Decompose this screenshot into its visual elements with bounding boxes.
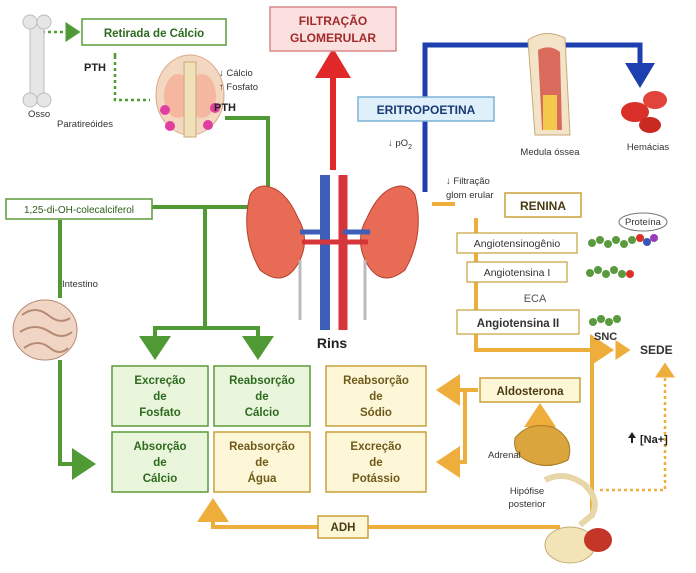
label-hemacias: Hemácias xyxy=(627,142,669,153)
svg-text:RENINA: RENINA xyxy=(520,199,566,213)
label-po2: ↓ pO2 xyxy=(388,138,412,151)
svg-text:Reabsorção: Reabsorção xyxy=(229,441,295,453)
svg-text:Sódio: Sódio xyxy=(360,407,392,419)
label-sede: SEDE xyxy=(640,343,673,357)
svg-text:GLOMERULAR: GLOMERULAR xyxy=(290,31,376,45)
svg-text:ADH: ADH xyxy=(331,522,356,534)
svg-text:Angiotensinogênio: Angiotensinogênio xyxy=(474,238,561,250)
label-hipofise-1: Hipófise xyxy=(510,486,544,497)
label-pth-side: PTH xyxy=(214,102,236,114)
svg-text:de: de xyxy=(255,391,268,403)
red-blood-cells-illustration xyxy=(621,91,667,133)
svg-text:Cálcio: Cálcio xyxy=(143,473,178,485)
label-renina: RENINA xyxy=(504,192,582,218)
kidneys-illustration xyxy=(246,175,419,330)
effect-reabsorcao-agua: Reabsorção de Água xyxy=(213,431,311,493)
label-snc: SNC xyxy=(594,331,617,343)
label-eca: ECA xyxy=(524,293,547,305)
label-filtracao-glomerular: FILTRAÇÃO GLOMERULAR xyxy=(269,6,397,52)
effect-reabsorcao-calcio: Reabsorção de Cálcio xyxy=(213,365,311,427)
label-adrenal: Adrenal xyxy=(488,450,521,461)
svg-text:Aldosterona: Aldosterona xyxy=(496,386,564,398)
svg-text:Excreção: Excreção xyxy=(134,375,185,387)
label-rins: Rins xyxy=(317,335,348,351)
svg-text:Retirada de Cálcio: Retirada de Cálcio xyxy=(104,28,204,40)
label-osso: Osso xyxy=(28,109,50,120)
effect-reabsorcao-sodio: Reabsorção de Sódio xyxy=(325,365,427,427)
label-aldosterona: Aldosterona xyxy=(479,377,581,403)
svg-text:Angiotensina II: Angiotensina II xyxy=(477,318,559,330)
bone-marrow-illustration xyxy=(527,33,571,136)
svg-text:Fosfato: Fosfato xyxy=(139,407,181,419)
svg-text:Potássio: Potássio xyxy=(352,473,400,485)
svg-text:de: de xyxy=(255,457,268,469)
svg-text:[Na+]: [Na+] xyxy=(640,434,668,446)
label-adh: ADH xyxy=(317,515,369,539)
svg-text:FILTRAÇÃO: FILTRAÇÃO xyxy=(299,13,367,28)
label-pth-top: PTH xyxy=(84,62,106,74)
svg-text:de: de xyxy=(369,391,382,403)
svg-text:Reabsorção: Reabsorção xyxy=(229,375,295,387)
label-colecalciferol: 1,25-di-OH-colecalciferol xyxy=(5,198,153,220)
svg-text:Água: Água xyxy=(248,472,277,485)
label-intestino: Intestino xyxy=(62,279,98,290)
label-eritropoetina: ERITROPOETINA xyxy=(357,96,495,122)
svg-text:Cálcio: Cálcio xyxy=(245,407,280,419)
svg-text:Angiotensina I: Angiotensina I xyxy=(484,267,551,279)
svg-text:de: de xyxy=(153,457,166,469)
adrenal-illustration xyxy=(514,425,571,466)
svg-text:Reabsorção: Reabsorção xyxy=(343,375,409,387)
thyroid-illustration xyxy=(155,54,225,138)
svg-text:Proteína: Proteína xyxy=(625,217,662,228)
effect-absorcao-calcio: Absorção de Cálcio xyxy=(111,431,209,493)
effect-excrecao-potassio: Excreção de Potássio xyxy=(325,431,427,493)
svg-text:de: de xyxy=(369,457,382,469)
label-proteina: Proteína xyxy=(618,212,668,232)
label-fosfato-up: ↑ Fosfato xyxy=(219,82,258,93)
svg-text:ERITROPOETINA: ERITROPOETINA xyxy=(377,103,476,117)
intestine-illustration xyxy=(12,299,78,361)
label-filtracao-small-2: glom erular xyxy=(446,190,494,201)
svg-text:de: de xyxy=(153,391,166,403)
label-filtracao-small-1: ↓ Filtração xyxy=(446,176,490,187)
label-angiotensinogenio: Angiotensinogênio xyxy=(456,232,578,254)
label-retirada-calcio: Retirada de Cálcio xyxy=(81,18,227,46)
label-angiotensina-2: Angiotensina II xyxy=(456,309,580,335)
svg-text:Excreção: Excreção xyxy=(350,441,401,453)
label-angiotensina-1: Angiotensina I xyxy=(466,261,568,283)
label-hipofise-2: posterior xyxy=(509,499,546,510)
pituitary-illustration xyxy=(543,473,612,564)
label-calcio-down: ↓ Cálcio xyxy=(219,68,253,79)
protein-chains-illustration xyxy=(586,234,658,326)
bone-illustration xyxy=(22,14,52,108)
effect-excrecao-fosfato: Excreção de Fosfato xyxy=(111,365,209,427)
label-paratireoides: Paratireóides xyxy=(57,119,113,130)
svg-text:1,25-di-OH-colecalciferol: 1,25-di-OH-colecalciferol xyxy=(24,205,134,216)
svg-text:Absorção: Absorção xyxy=(133,441,186,453)
label-medula-ossea: Medula óssea xyxy=(520,147,580,158)
label-na-plus: [Na+] xyxy=(628,432,668,446)
